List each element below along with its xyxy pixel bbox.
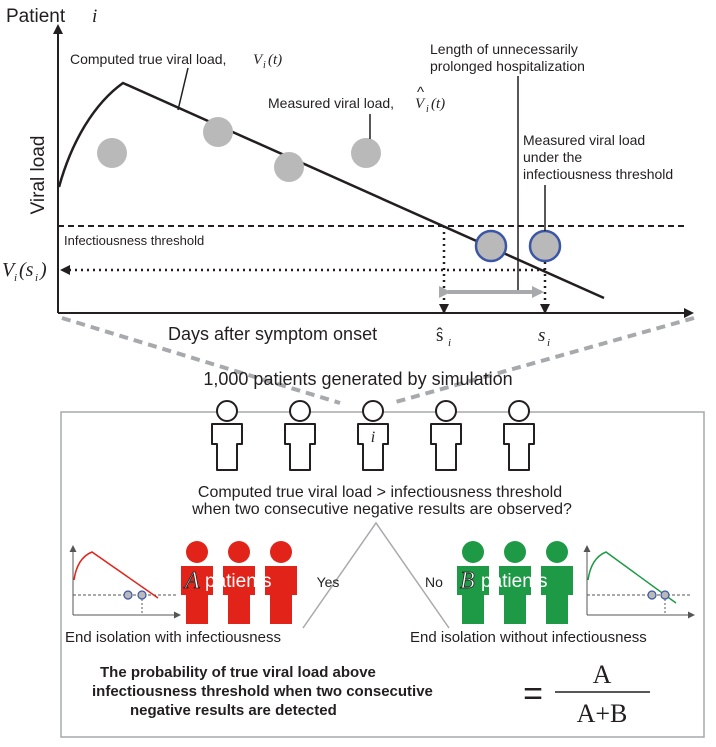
negative-measurement-point — [528, 229, 562, 263]
patient-icons — [211, 400, 535, 471]
vs-label: V i (s i ) — [2, 259, 47, 284]
computed-leader — [177, 67, 189, 111]
measured-sub: i — [426, 104, 429, 115]
formula-equals: = — [523, 675, 543, 713]
title: Patient i — [6, 6, 97, 27]
mini-chart-b — [583, 545, 695, 619]
patient-a-icon — [223, 541, 255, 624]
probability-line1: The probability of true viral load above — [100, 664, 376, 681]
patient-a-icon — [181, 541, 213, 624]
group-b-letter: B — [460, 568, 475, 594]
mini-curve-a — [73, 551, 159, 599]
measured-point — [203, 117, 233, 147]
x-axis-label: Days after symptom onset — [168, 324, 377, 344]
title-var: i — [92, 6, 97, 27]
formula-denominator: A+B — [577, 699, 628, 728]
probability-line2: infectiousness threshold when two consec… — [92, 683, 433, 700]
patient-icon — [211, 400, 243, 471]
group-b-icons — [457, 541, 573, 624]
patient-icon — [284, 400, 316, 471]
patient-index-label: i — [371, 429, 375, 446]
yes-label: Yes — [317, 574, 340, 590]
group-a-letter: A — [183, 568, 200, 594]
under-label-line2: under the — [523, 149, 582, 165]
vs-sub2: i — [35, 272, 38, 284]
prolonged-label-line1: Length of unnecessarily — [430, 41, 578, 57]
measured-var: V — [415, 96, 426, 112]
under-label-line3: infectiousness threshold — [523, 166, 673, 182]
measured-point — [274, 152, 304, 182]
group-a-caption: End isolation with infectiousness — [65, 629, 281, 646]
measured-hat: ^ — [417, 84, 424, 101]
vs-sub: i — [14, 272, 17, 284]
s-label: s — [538, 325, 545, 346]
computed-viral-load-curve — [57, 81, 605, 300]
mini-chart-a — [69, 545, 181, 619]
vs-close: ) — [39, 259, 47, 281]
computed-var: V — [253, 52, 264, 68]
measured-label: Measured viral load, — [268, 95, 394, 111]
under-label-line1: Measured viral load — [523, 132, 645, 148]
vs-var: V — [2, 259, 17, 281]
measured-arg: (t) — [431, 96, 445, 112]
zoom-line-right — [391, 316, 695, 405]
group-b-caption: End isolation without infectiousness — [410, 629, 647, 646]
s-sub: i — [547, 337, 550, 349]
group-a-icons — [181, 541, 297, 624]
no-label: No — [425, 574, 443, 590]
patient-b-icon — [541, 541, 573, 624]
computed-label: Computed true viral load, — [70, 51, 226, 67]
negative-measurement-point — [474, 229, 508, 263]
formula-numerator: A — [593, 660, 612, 689]
question-line2: when two consecutive negative results ar… — [191, 501, 572, 518]
computed-sub: i — [263, 60, 266, 71]
s-hat-label: ŝ — [436, 325, 443, 346]
group-b-word: patients — [481, 571, 548, 592]
mini-curve-b — [587, 551, 677, 604]
patient-a-icon — [265, 541, 297, 624]
group-a-word: patients — [205, 571, 272, 592]
patient-b-icon — [499, 541, 531, 624]
simulation-label: 1,000 patients generated by simulation — [203, 369, 512, 389]
threshold-label: Infectiousness threshold — [64, 233, 204, 248]
vs-open: (s — [19, 259, 34, 281]
probability-line3: negative results are detected — [130, 702, 337, 719]
prolonged-label-line2: prolonged hospitalization — [430, 58, 585, 74]
yes-no-split — [302, 521, 450, 629]
y-axis-label: Viral load — [28, 136, 49, 215]
measured-point — [97, 138, 127, 168]
patient-b-icon — [457, 541, 489, 624]
patient-icon — [503, 400, 535, 471]
question-line1: Computed true viral load > infectiousnes… — [198, 484, 562, 501]
patient-icon-i — [357, 400, 389, 471]
computed-arg: (t) — [268, 52, 282, 68]
s-hat-sub: i — [448, 337, 451, 349]
patient-icon — [430, 400, 462, 471]
measured-point — [351, 138, 381, 168]
zoom-line-left — [61, 316, 341, 405]
title-text: Patient — [6, 6, 66, 27]
